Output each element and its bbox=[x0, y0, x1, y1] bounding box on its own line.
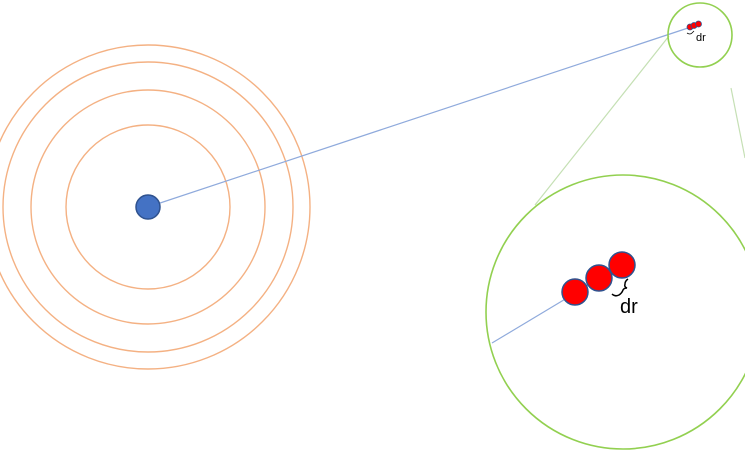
large-particle bbox=[585, 264, 613, 292]
large-particle bbox=[561, 278, 589, 306]
central-particle bbox=[135, 194, 161, 220]
large-particle-group bbox=[561, 251, 636, 306]
shell-ring-1 bbox=[65, 124, 231, 290]
small-magnifier-circle bbox=[667, 2, 733, 68]
small-dr-label: dr bbox=[696, 32, 706, 44]
small-particle bbox=[695, 20, 702, 28]
large-magnifier-circle bbox=[485, 174, 745, 450]
shell-rings bbox=[0, 44, 311, 370]
zoom-line-left bbox=[534, 35, 670, 206]
zoom-line-right bbox=[730, 87, 745, 159]
large-particle bbox=[608, 251, 636, 279]
shell-ring-2 bbox=[30, 89, 266, 325]
small-particle-group bbox=[686, 20, 702, 31]
zoom-connectors bbox=[534, 35, 745, 206]
large-dr-label: dr bbox=[620, 296, 638, 318]
path-line-outer bbox=[147, 27, 689, 208]
shell-ring-4 bbox=[0, 44, 311, 370]
shell-ring-3 bbox=[2, 61, 294, 353]
large-brace bbox=[611, 278, 629, 297]
small-brace bbox=[686, 30, 695, 35]
